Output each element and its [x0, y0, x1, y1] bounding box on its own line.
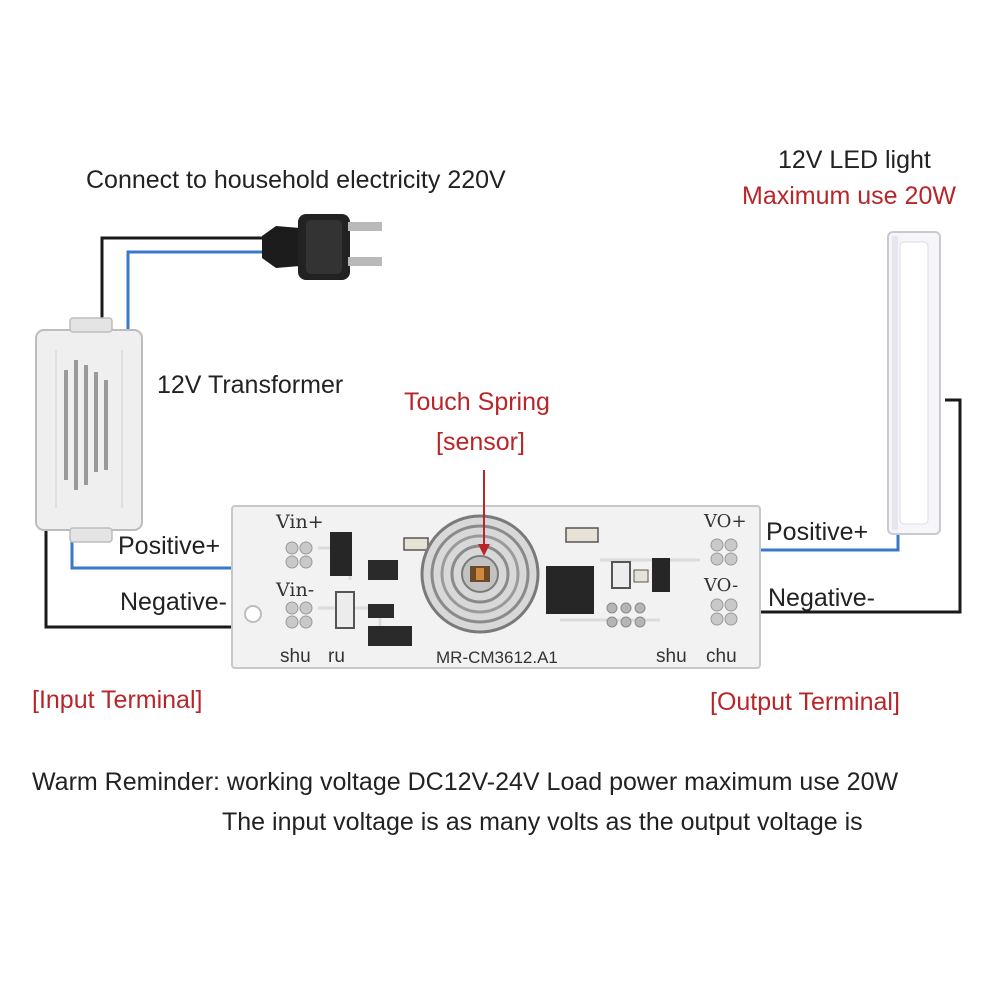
touch-spring-icon: [420, 514, 540, 634]
output-wire-blue: [728, 535, 900, 552]
input-pads: [285, 541, 313, 629]
output-terminal-label: [Output Terminal]: [710, 688, 900, 716]
mains-label: Connect to household electricity 220V: [86, 166, 506, 194]
output-wires: [728, 398, 962, 614]
transformer-label: 12V Transformer: [157, 371, 344, 399]
pcb-model: MR-CM3612.A1: [436, 648, 558, 667]
positive-out-label: Positive+: [766, 518, 869, 546]
pcb-vo-minus: VO-: [704, 575, 739, 596]
reminder-line-2: The input voltage is as many volts as th…: [222, 808, 863, 836]
touch-spring-label: Touch Spring: [404, 388, 550, 416]
input-terminal-label: [Input Terminal]: [32, 686, 203, 714]
pcb-vin-minus: Vin-: [276, 579, 315, 601]
mains-wire-blue: [126, 250, 270, 335]
pcb-vin-plus: Vin+: [276, 511, 324, 533]
transformer-icon: [35, 317, 143, 543]
input-wire-black: [44, 528, 290, 629]
pcb-chu: chu: [706, 646, 737, 667]
negative-out-label: Negative-: [768, 584, 875, 612]
output-wire-black: [728, 398, 962, 614]
pcb-vo-plus: VO+: [704, 511, 747, 532]
sensor-label: [sensor]: [436, 428, 525, 456]
pcb-shu-right: shu: [656, 646, 687, 667]
mounting-hole: [244, 605, 262, 623]
mains-wire-black: [100, 236, 270, 335]
power-plug-icon: [262, 214, 382, 280]
led-light-bar-icon: [887, 231, 941, 535]
reminder-line-1: Warm Reminder: working voltage DC12V-24V…: [32, 768, 899, 796]
negative-in-label: Negative-: [120, 588, 227, 616]
sensor-pointer-arrow: [478, 544, 490, 556]
max-use-label: Maximum use 20W: [742, 182, 956, 210]
positive-in-label: Positive+: [118, 532, 221, 560]
output-pads: [710, 538, 738, 626]
pcb-shu-left: shu: [280, 646, 311, 667]
touch-sensor-pcb: [231, 505, 761, 669]
smd-components: [330, 527, 670, 646]
led-light-label: 12V LED light: [778, 146, 931, 174]
mains-wires: [100, 236, 270, 335]
pcb-ru: ru: [328, 646, 345, 667]
